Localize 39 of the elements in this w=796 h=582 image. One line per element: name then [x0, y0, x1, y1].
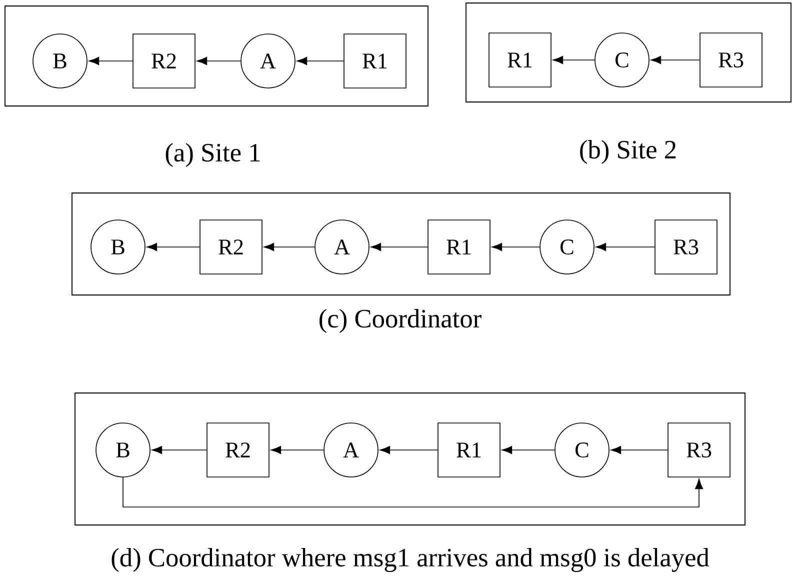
circle-node: C — [554, 422, 610, 478]
arrow — [196, 56, 241, 66]
box-node: R1 — [438, 422, 500, 478]
circle-node: B — [32, 34, 88, 88]
box-node: R3 — [668, 422, 730, 478]
arrow — [370, 242, 428, 252]
frame-label: (a) Site 1 — [166, 143, 260, 167]
arrow — [152, 446, 207, 454]
box-node: R2 — [206, 422, 270, 478]
arrow — [502, 446, 555, 454]
circle-node: C — [594, 32, 650, 88]
box-node: R3 — [654, 220, 718, 274]
arrow — [492, 242, 540, 252]
arrow — [296, 56, 344, 66]
arrow — [610, 446, 668, 454]
box-node: R1 — [344, 34, 406, 88]
box-node: R1 — [488, 32, 552, 88]
circle-node: C — [540, 220, 594, 274]
arrow — [146, 242, 200, 252]
arrow — [270, 446, 324, 454]
arrow — [380, 446, 438, 454]
arrow — [264, 242, 315, 252]
circle-node: A — [240, 34, 296, 88]
arrow — [596, 242, 655, 252]
arrow — [552, 56, 595, 64]
box-node: R1 — [428, 220, 490, 274]
arrow — [122, 477, 704, 508]
circle-node: B — [90, 220, 146, 274]
frame-label: (c) Coordinator — [320, 309, 482, 333]
arrow — [88, 56, 133, 66]
frame-label: (d) Coordinator where msg1 arrives and msg0 is delayed — [112, 548, 710, 572]
circle-node: A — [324, 422, 378, 478]
frame-label: (b) Site 2 — [580, 140, 676, 164]
box-node: R2 — [200, 220, 262, 274]
box-node: R2 — [132, 34, 196, 88]
box-node: R3 — [700, 32, 762, 88]
circle-node: B — [96, 422, 150, 478]
circle-node: A — [314, 220, 370, 274]
arrow — [650, 56, 700, 64]
